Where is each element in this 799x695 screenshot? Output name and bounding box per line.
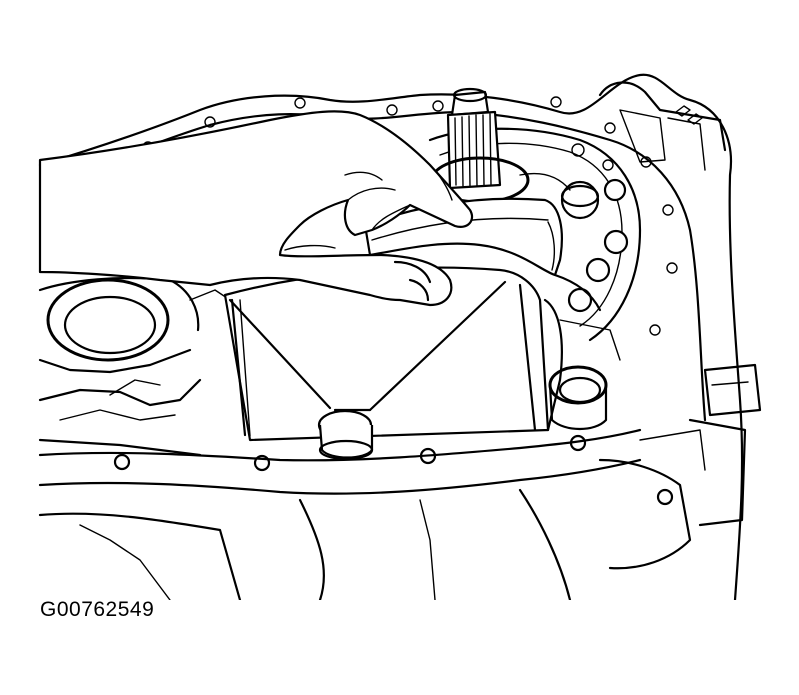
oil-seal <box>548 365 608 431</box>
hand <box>38 110 474 307</box>
figure-id-label: G00762549 <box>40 598 155 621</box>
case-right-housing <box>598 81 762 570</box>
service-tool <box>223 197 621 461</box>
case-flange <box>38 73 744 600</box>
transaxle-case-illustration <box>38 73 762 600</box>
gear-assembly <box>428 87 642 342</box>
case-lower-flange <box>38 428 642 600</box>
case-left-housing <box>38 276 231 457</box>
